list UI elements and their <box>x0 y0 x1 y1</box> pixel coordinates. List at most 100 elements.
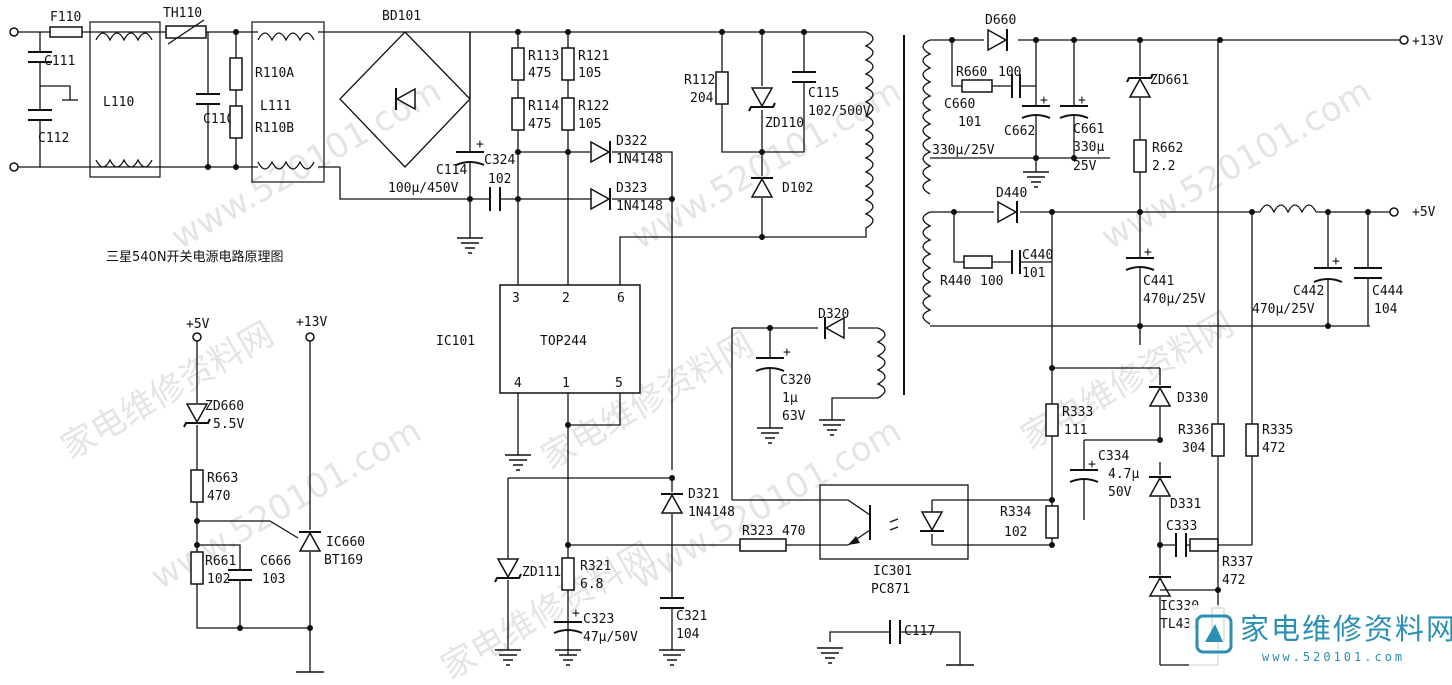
label-R660-value: 100 <box>998 65 1021 80</box>
label-R113: R113 <box>528 49 559 64</box>
label-R337: R337 <box>1222 555 1253 570</box>
protection-section: +5V +13V ZD660 5.5V R663 470 R661 102 C6… <box>183 315 365 673</box>
watermark-layer: www.520101.com www.520101.com www.520101… <box>55 71 1379 685</box>
resistor-R336 <box>1211 423 1225 457</box>
label-D321: D321 <box>688 487 719 502</box>
label-D320: D320 <box>818 307 849 322</box>
label-R321-value: 6.8 <box>580 577 603 592</box>
label-D322: D322 <box>616 134 647 149</box>
ic-TOP244 <box>499 284 641 394</box>
brand-logo-icon <box>1195 614 1233 654</box>
label-C666-value: 103 <box>262 572 285 587</box>
label-C112: C112 <box>38 131 69 146</box>
label-C324-value: 102 <box>488 172 511 187</box>
label-L110: L110 <box>103 95 134 110</box>
resistor-R112 <box>715 71 729 105</box>
label-R114-value: 475 <box>528 117 551 132</box>
brand-url: www.520101.com <box>1262 650 1406 664</box>
resistor-R323 <box>739 538 787 552</box>
label-R661-value: 102 <box>207 572 230 587</box>
svg-text:+: + <box>1040 93 1048 108</box>
brand-watermark <box>1189 605 1451 683</box>
label-R112-value: 204 <box>690 91 714 106</box>
choke-L110 <box>89 21 161 178</box>
svg-text:+: + <box>1078 93 1086 108</box>
label-R114: R114 <box>528 99 559 114</box>
label-13v-in: +13V <box>296 315 327 330</box>
label-R662: R662 <box>1152 141 1183 156</box>
label-C662-value: 330μ/25V <box>932 143 995 158</box>
aux-winding <box>831 327 886 420</box>
label-D321-value: 1N4148 <box>688 505 735 520</box>
watermark-cn: 家电维修资料网 <box>55 314 281 468</box>
label-R110A: R110A <box>255 66 294 81</box>
label-ZD661: ZD661 <box>1150 73 1189 88</box>
label-D102: D102 <box>782 181 813 196</box>
svg-text:+: + <box>476 137 484 152</box>
label-ZD660: ZD660 <box>205 399 244 414</box>
label-R122-value: 105 <box>578 117 601 132</box>
label-IC301: IC301 <box>873 564 912 579</box>
resistor-R662 <box>1133 139 1147 173</box>
label-R321: R321 <box>580 559 611 574</box>
label-L111: L111 <box>260 99 291 114</box>
label-C334: C334 <box>1098 449 1129 464</box>
label-R337-value: 472 <box>1222 573 1245 588</box>
label-C666: C666 <box>260 554 291 569</box>
label-R440-value: 100 <box>980 274 1003 289</box>
label-D323-value: 1N4148 <box>616 199 663 214</box>
resistor-R110B <box>229 105 243 139</box>
svg-text:+: + <box>1088 457 1096 472</box>
label-ZD111: ZD111 <box>522 565 561 580</box>
pin-5: 5 <box>615 376 623 391</box>
brand-name: 家电维修资料网 <box>1240 612 1452 646</box>
label-R662-value: 2.2 <box>1152 159 1175 174</box>
resistor-R661 <box>190 551 204 585</box>
label-D322-value: 1N4148 <box>616 152 663 167</box>
label-C115: C115 <box>808 86 839 101</box>
label-R335: R335 <box>1262 423 1293 438</box>
secondary-13v: D660 +13V R660 100 C660 101 + + C662 330… <box>922 13 1443 210</box>
resistor-R663 <box>190 469 204 503</box>
resistor-R335 <box>1245 423 1259 457</box>
label-R110B: R110B <box>255 121 294 136</box>
choke-L111 <box>251 21 325 183</box>
terminal-13v <box>1399 35 1409 45</box>
watermark-cn: 家电维修资料网 <box>435 534 661 685</box>
terminal-13v-in <box>305 332 315 342</box>
terminal-5v-in <box>192 332 202 342</box>
label-D330: D330 <box>1177 391 1208 406</box>
label-D440: D440 <box>996 186 1027 201</box>
label-IC101: IC101 <box>436 334 475 349</box>
label-C320-value2: 63V <box>782 409 806 424</box>
resistor-R337 <box>1189 538 1219 552</box>
label-R661: R661 <box>205 554 236 569</box>
label-C320: C320 <box>780 373 811 388</box>
label-C111: C111 <box>44 54 75 69</box>
label-C660-value: 101 <box>958 115 981 130</box>
svg-text:+: + <box>572 606 580 621</box>
label-R112: R112 <box>684 73 715 88</box>
label-C334-value2: 50V <box>1108 485 1132 500</box>
svg-text:+: + <box>783 345 791 360</box>
label-C323-value: 47μ/50V <box>583 630 638 645</box>
pin-4: 4 <box>514 376 522 391</box>
label-5v-in: +5V <box>186 317 210 332</box>
svg-text:+: + <box>1144 245 1152 260</box>
label-D660: D660 <box>985 13 1016 28</box>
resistor-R122 <box>561 97 575 131</box>
label-C321: C321 <box>676 609 707 624</box>
label-R333-value: 111 <box>1064 423 1087 438</box>
transformer-primary <box>619 31 874 290</box>
label-R336: R336 <box>1178 423 1209 438</box>
input-section: F110 C111 C112 L110 TH110 C110 R110A R11… <box>9 6 866 265</box>
label-BD101: BD101 <box>382 9 421 24</box>
label-C115-value: 102/500V <box>808 104 871 119</box>
resistor-R334 <box>1045 505 1059 539</box>
resistor-R333 <box>1045 403 1059 437</box>
label-C440-value: 101 <box>1022 266 1045 281</box>
ic-part-number: TOP244 <box>540 334 587 349</box>
label-R660: R660 <box>956 65 987 80</box>
resistor-R114 <box>511 97 525 131</box>
resistor-R660 <box>961 79 993 93</box>
